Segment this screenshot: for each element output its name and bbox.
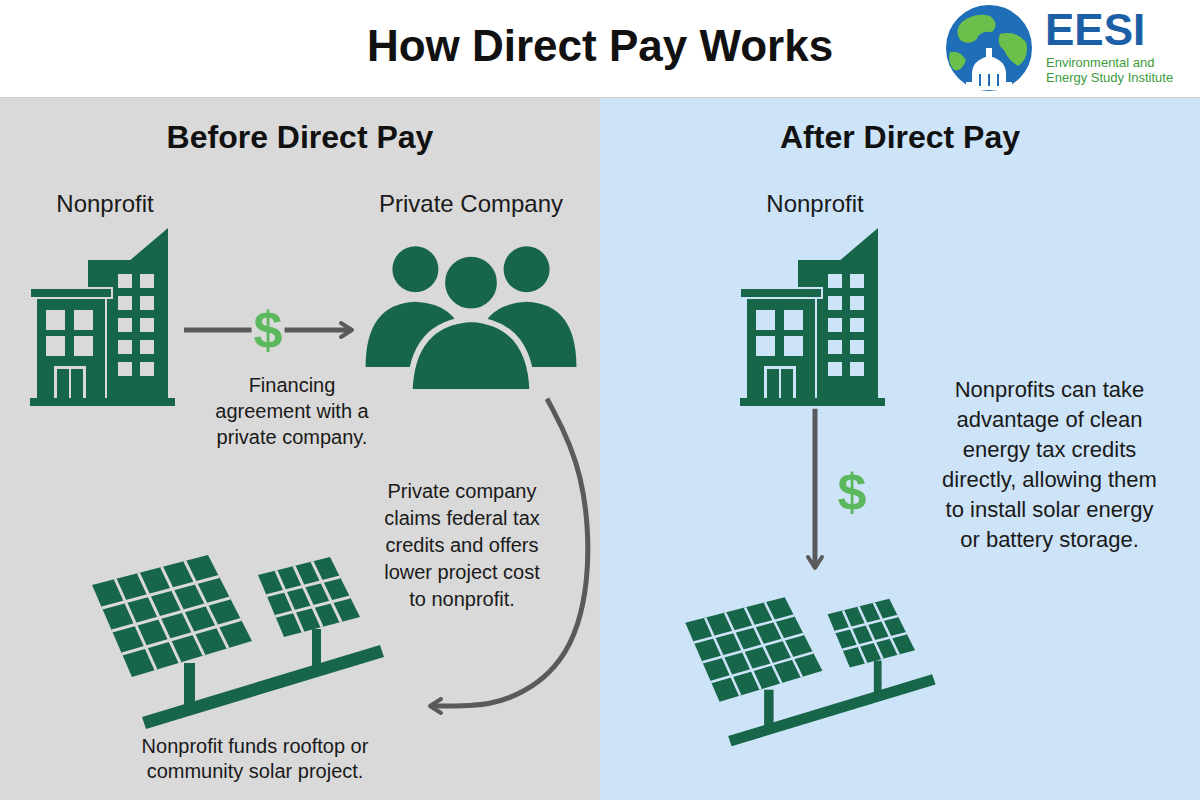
logo-text: EESI xyxy=(1045,6,1195,54)
edge-label: Private company claims federal tax credi… xyxy=(378,478,546,613)
diagram-title: How Direct Pay Works xyxy=(300,20,900,73)
eesi-globe xyxy=(945,4,1033,92)
panel-heading: Before Direct Pay xyxy=(0,98,600,156)
logo-subtitle: Environmental and Energy Study Institute xyxy=(1046,56,1194,86)
node-heading: Nonprofit xyxy=(26,190,184,219)
node-heading: Private Company xyxy=(352,190,590,219)
dollar-sign: $ xyxy=(836,466,869,518)
annotation: Financing agreement with a private compa… xyxy=(207,372,377,450)
node-heading: Nonprofit xyxy=(736,190,894,219)
side-note: Nonprofits can take advantage of clean e… xyxy=(942,375,1157,554)
node-caption: Nonprofit funds rooftop or community sol… xyxy=(105,734,405,784)
panel-heading: After Direct Pay xyxy=(600,98,1200,156)
connector-arrow xyxy=(813,409,818,568)
dollar-sign: $ xyxy=(252,304,285,356)
